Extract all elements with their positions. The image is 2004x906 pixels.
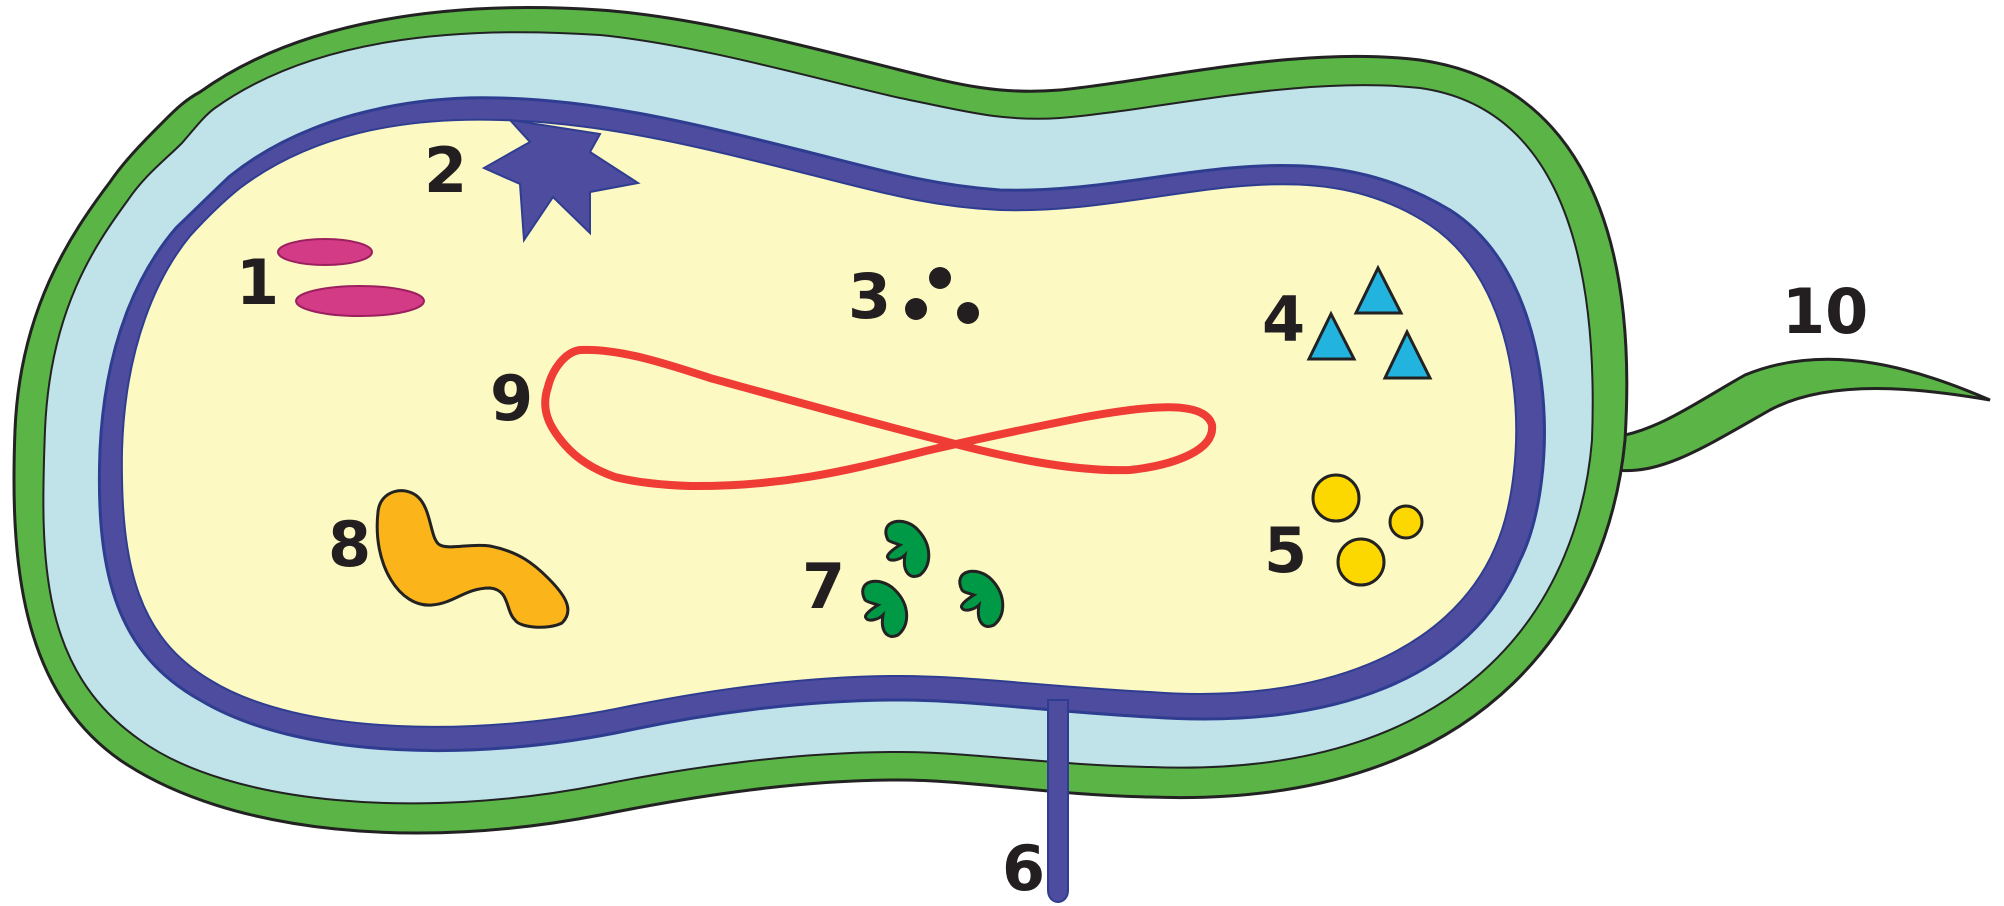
label-2: 2 <box>424 134 467 207</box>
label-9: 9 <box>490 362 533 435</box>
label-6: 6 <box>1002 832 1045 905</box>
label-7: 7 <box>802 550 845 623</box>
vesicle <box>1390 506 1422 538</box>
pilus <box>1048 700 1068 902</box>
granule <box>905 298 927 320</box>
label-3: 3 <box>848 260 891 333</box>
label-8: 8 <box>328 508 371 581</box>
cytoplasm <box>122 120 1516 727</box>
label-1: 1 <box>236 246 279 319</box>
label-4: 4 <box>1262 283 1305 356</box>
label-10: 10 <box>1782 275 1868 348</box>
label-5: 5 <box>1264 514 1307 587</box>
flagellum <box>1615 359 1990 470</box>
vesicle <box>1313 475 1359 521</box>
ribosome <box>278 239 372 265</box>
granule <box>957 302 979 324</box>
ribosome <box>296 286 424 316</box>
vesicle <box>1338 539 1384 585</box>
granule <box>929 267 951 289</box>
